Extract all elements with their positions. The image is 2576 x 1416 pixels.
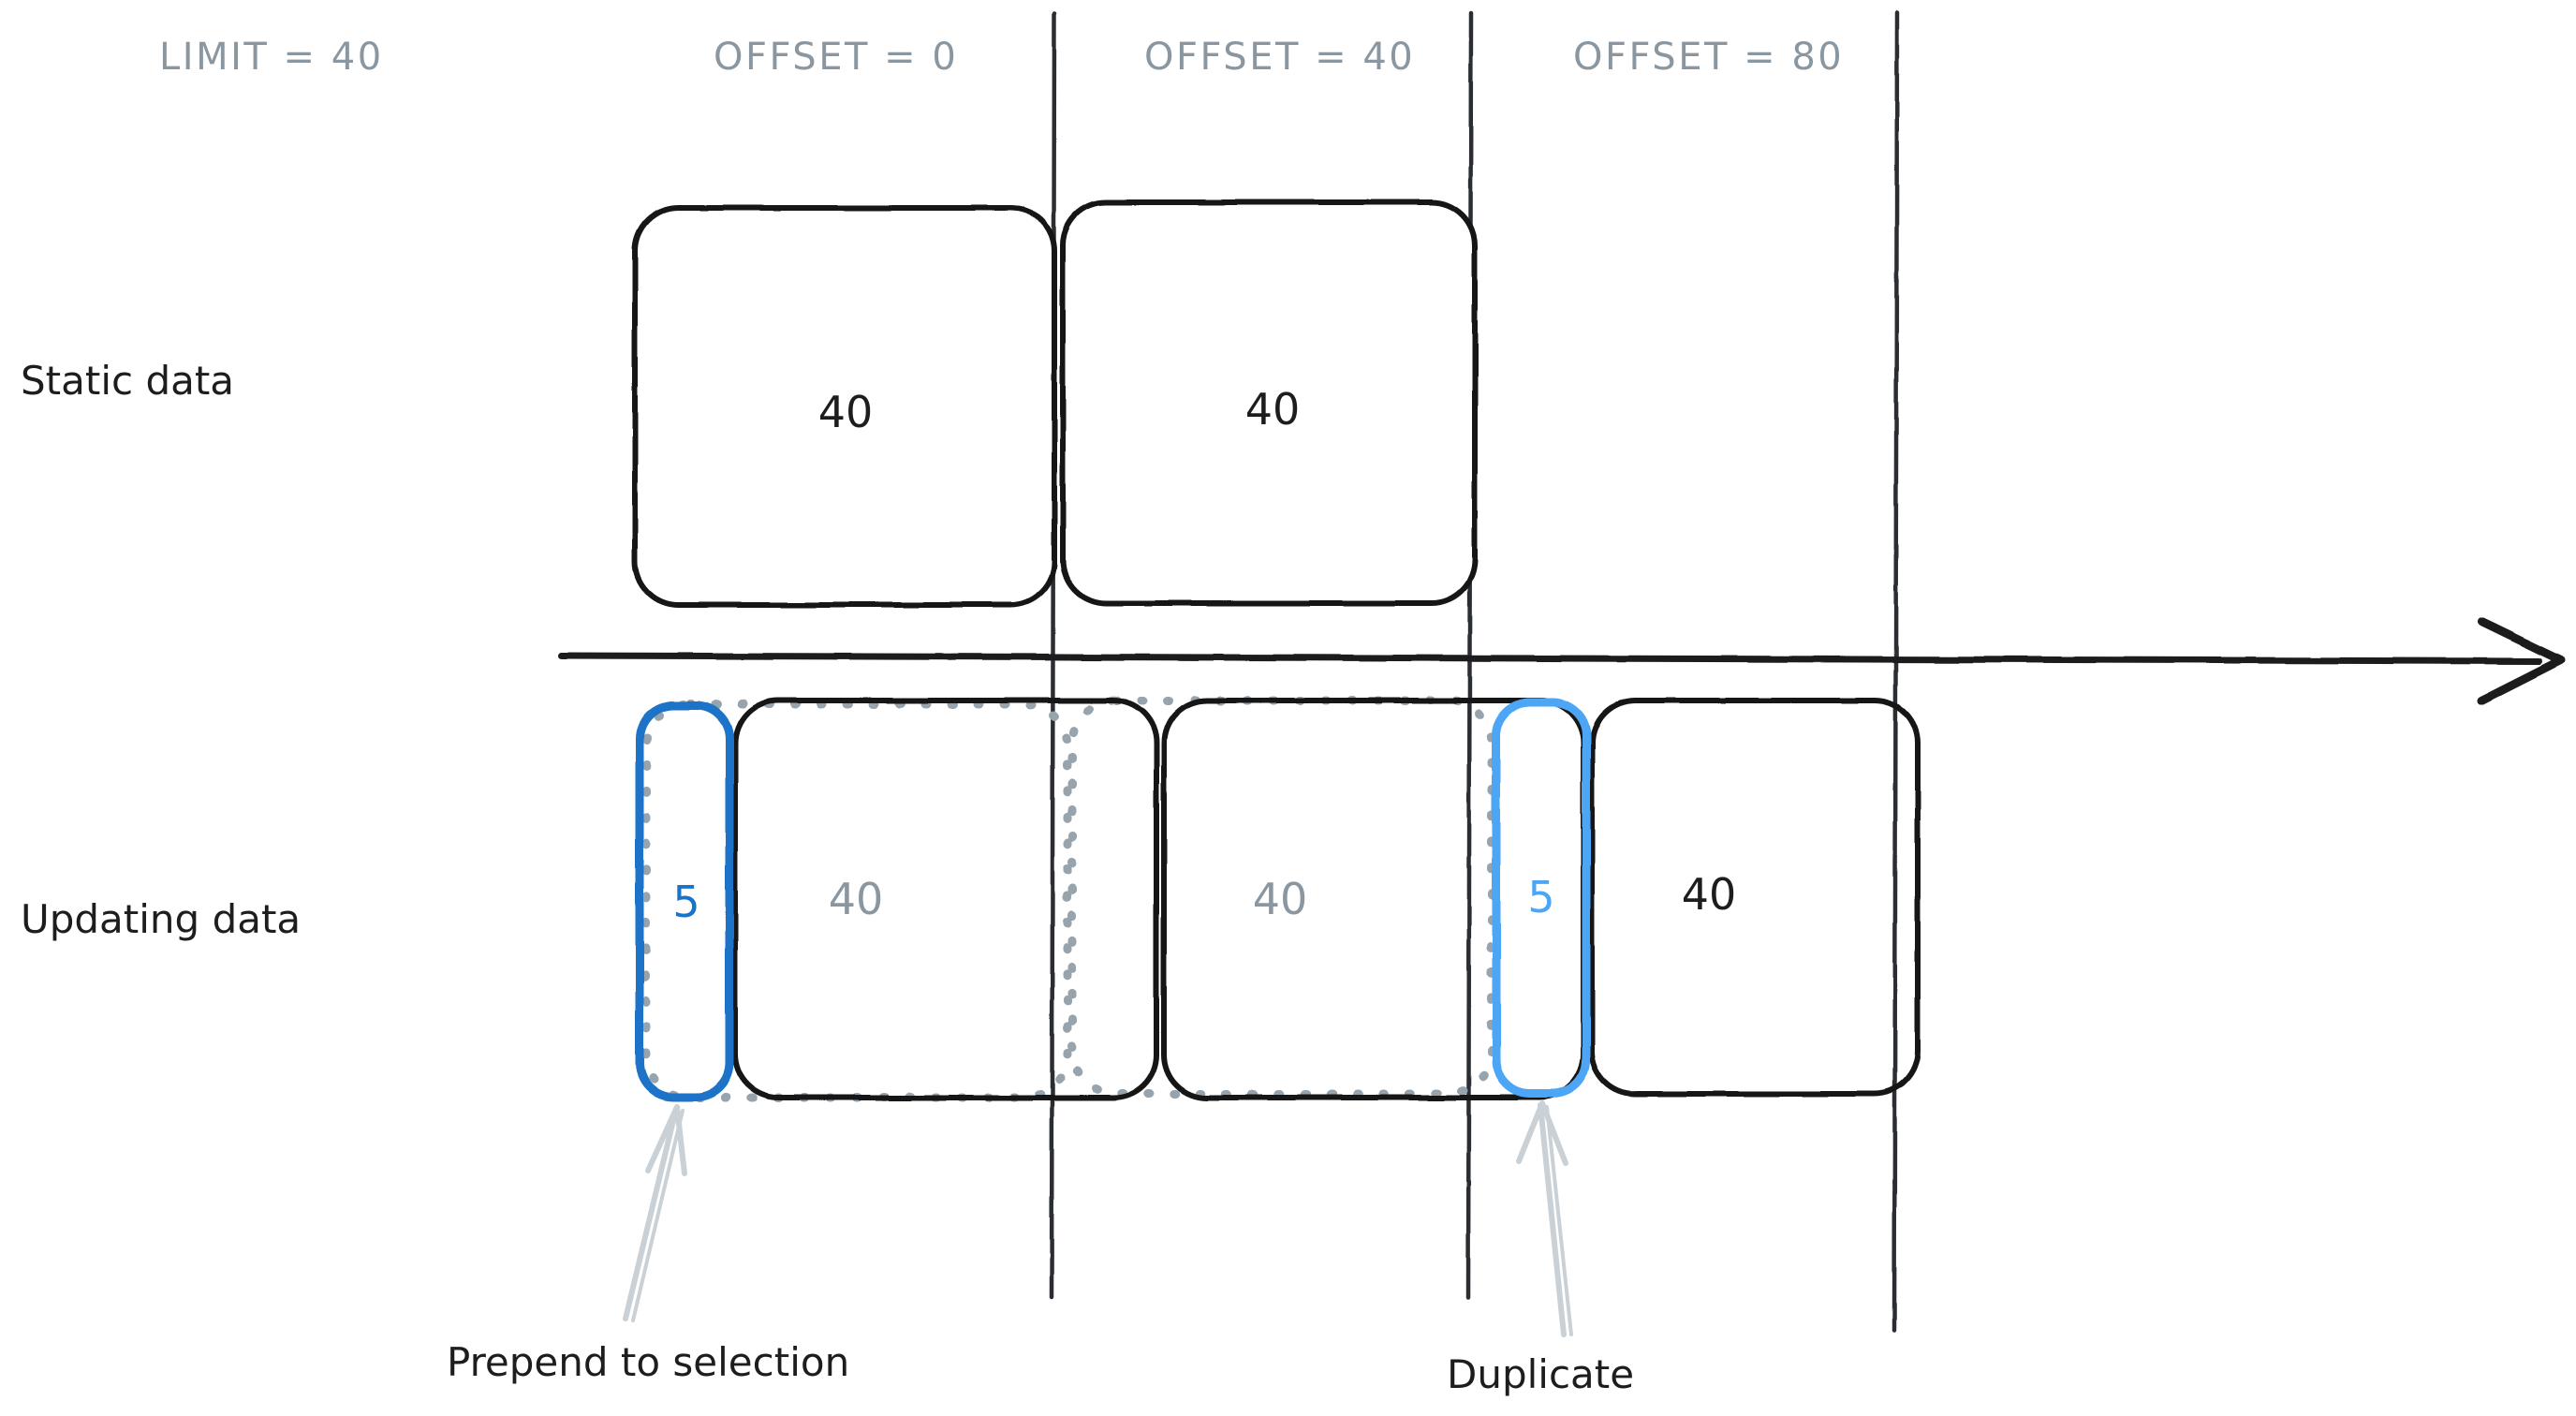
highlight-boxes: [635, 698, 1591, 1101]
static-page-2: [1060, 199, 1478, 606]
updating-page-2-value: 40: [1252, 874, 1308, 924]
updating-page-1-value: 40: [828, 874, 884, 924]
static-page-1: [632, 205, 1057, 608]
new-rows-left: [635, 701, 734, 1101]
annotation-prepend-to-selection: Prepend to selection: [447, 1339, 850, 1385]
header-offset-0: OFFSET = 0: [714, 36, 959, 79]
updating-page-1: [732, 698, 1159, 1100]
callout-arrows: [623, 1100, 1573, 1337]
static-page-1-value: 40: [817, 387, 874, 437]
static-page-2-value: 40: [1244, 384, 1301, 435]
ghost-page-2: [1067, 696, 1496, 1099]
prepend-arrow: [623, 1104, 687, 1322]
timeline-line: [558, 652, 2543, 665]
row-label-updating-data: Updating data: [21, 896, 302, 942]
duplicate-rows: [1492, 698, 1591, 1099]
updating-page-3: [1589, 698, 1921, 1097]
timeline-arrowhead: [2477, 617, 2566, 705]
header-offset-80: OFFSET = 80: [1573, 36, 1845, 79]
divider-3: [1892, 10, 1900, 1333]
static-row-boxes: [632, 199, 1478, 608]
row-label-static-data: Static data: [21, 358, 235, 404]
duplicate-arrow: [1516, 1100, 1573, 1337]
new-rows-left-value: 5: [672, 877, 700, 927]
header-offset-40: OFFSET = 40: [1144, 36, 1416, 79]
timeline-axis: [558, 617, 2566, 705]
updating-page-2: [1161, 698, 1586, 1100]
duplicate-rows-value: 5: [1527, 872, 1555, 922]
updating-row-boxes: [732, 698, 1921, 1100]
header-limit: LIMIT = 40: [159, 36, 384, 79]
annotation-duplicate: Duplicate: [1447, 1351, 1635, 1397]
updating-page-3-value: 40: [1681, 869, 1737, 920]
